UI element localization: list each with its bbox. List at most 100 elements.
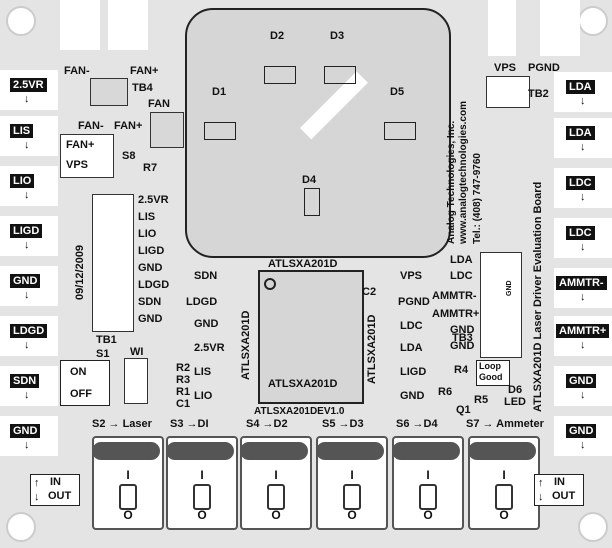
chip-left-pin-label: 2.5VR <box>194 342 225 354</box>
fan-connector <box>150 112 184 148</box>
left-terminal-arrow: ↓ <box>24 339 30 351</box>
chip-pin1-dot <box>264 278 276 290</box>
switch-caption: S4 →D2 <box>246 418 288 430</box>
diode-d1 <box>204 122 236 140</box>
w1-label: WI <box>130 346 144 358</box>
left-terminal-arrow: ↓ <box>24 389 30 401</box>
tb3-pin-label: AMMTR- <box>432 290 477 302</box>
chip-rev-label: ATLSXA201DEV1.0 <box>254 406 345 417</box>
switch-knob[interactable] <box>193 484 211 510</box>
r6-label: R6 <box>438 386 453 398</box>
switch-knob[interactable] <box>343 484 361 510</box>
switch-on-mark: I <box>126 468 130 482</box>
right-terminal-label: AMMTR+ <box>556 324 610 338</box>
switch-slot <box>316 442 384 460</box>
chip-right-pin-label: GND <box>400 390 425 402</box>
right-terminal-arrow: ↓ <box>580 95 586 107</box>
in-out-box-left <box>30 474 80 506</box>
company-phone: Tel.: (408) 747-9760 <box>472 153 483 244</box>
left-terminal-arrow: ↓ <box>24 93 30 105</box>
led-label: LED <box>504 396 526 408</box>
right-terminal-arrow: ↓ <box>580 339 586 351</box>
tb8-vps: VPS <box>66 159 89 171</box>
right-terminal-label: AMMTR- <box>556 276 607 290</box>
tb3-pin-label: LDC <box>450 270 473 282</box>
tb2-title: TB2 <box>528 88 549 100</box>
s1-switch[interactable] <box>60 360 110 406</box>
tb1-pin-label: LIS <box>138 211 156 223</box>
switch-caption: S3 →DI <box>170 418 209 430</box>
diode-d1-label: D1 <box>212 86 227 98</box>
tb2-pgnd: PGND <box>528 62 560 74</box>
left-terminal-label: SDN <box>10 374 40 388</box>
q1-label: Q1 <box>456 404 471 416</box>
left-terminal-arrow: ↓ <box>24 139 30 151</box>
switch-knob[interactable] <box>419 484 437 510</box>
switch-knob[interactable] <box>495 484 513 510</box>
right-terminal-label: LDC <box>566 176 595 190</box>
fan-minus-label: FAN- <box>64 65 90 77</box>
s1-on-label: ON <box>70 366 87 378</box>
company-website: www.analogtechnologies.com <box>458 101 469 244</box>
tb1-title: TB1 <box>96 334 117 346</box>
out-right-arrow: ↓ <box>538 491 544 503</box>
tb2-vps: VPS <box>494 62 517 74</box>
right-terminal-arrow: ↓ <box>580 291 586 303</box>
r1-label: R1 <box>176 386 191 398</box>
fan-label: FAN <box>148 98 170 110</box>
tb3-gnd-small: GND <box>506 280 513 296</box>
switch-off-mark: O <box>271 508 281 522</box>
right-terminal-arrow: ↓ <box>580 141 586 153</box>
date-label: 09/12/2009 <box>74 244 86 300</box>
in-left-arrow: ↑ <box>34 477 40 489</box>
left-terminal-label: LDGD <box>10 324 48 338</box>
tb2-pad-left <box>488 0 516 56</box>
switch-on-mark: I <box>350 468 354 482</box>
chip-left-pin-label: LIS <box>194 366 212 378</box>
out-left-arrow: ↓ <box>34 491 40 503</box>
diode-d5-label: D5 <box>390 86 405 98</box>
r5-label: R5 <box>474 394 489 406</box>
switch-off-mark: O <box>123 508 133 522</box>
tb1-pin-label: SDN <box>138 296 162 308</box>
switch-on-mark: I <box>502 468 506 482</box>
right-terminal-label: LDC <box>566 226 595 240</box>
tb1-pin-label: LIGD <box>138 245 165 257</box>
tb8-connector <box>60 134 114 178</box>
chip-left-pin-label: SDN <box>194 270 218 282</box>
s1-label: S1 <box>96 348 110 360</box>
w1-jumper[interactable] <box>124 358 148 404</box>
left-terminal-label: GND <box>10 274 41 288</box>
tb1-pin-label: LDGD <box>138 279 170 291</box>
chip-right-pin-label: VPS <box>400 270 423 282</box>
out-right-label: OUT <box>552 490 576 502</box>
chip-top-label: ATLSXA201D <box>268 258 338 270</box>
switch-slot <box>468 442 536 460</box>
in-left-label: IN <box>50 476 61 488</box>
switch-slot <box>240 442 308 460</box>
switch-caption: S2 → Laser <box>92 418 152 430</box>
tb2-connector <box>486 76 530 108</box>
company-name: Analog Technologies, Inc. <box>446 120 457 244</box>
switch-slot <box>166 442 234 460</box>
eval-board-title: ATLSXA201D Laser Driver Evaluation Board <box>532 181 544 412</box>
switch-caption: S6 →D4 <box>396 418 438 430</box>
switch-knob[interactable] <box>267 484 285 510</box>
chip-left-pin-label: GND <box>194 318 219 330</box>
switch-slot <box>392 442 460 460</box>
tb4-label: TB4 <box>132 82 153 94</box>
fan-minus2-label: FAN- <box>78 120 104 132</box>
tb2-pad-right <box>540 0 580 56</box>
switch-knob[interactable] <box>119 484 137 510</box>
diode-d2-label: D2 <box>270 30 285 42</box>
right-terminal-label: GND <box>566 424 597 438</box>
tb1-pin-label: 2.5VR <box>138 194 169 206</box>
c2-label: C2 <box>362 286 377 298</box>
